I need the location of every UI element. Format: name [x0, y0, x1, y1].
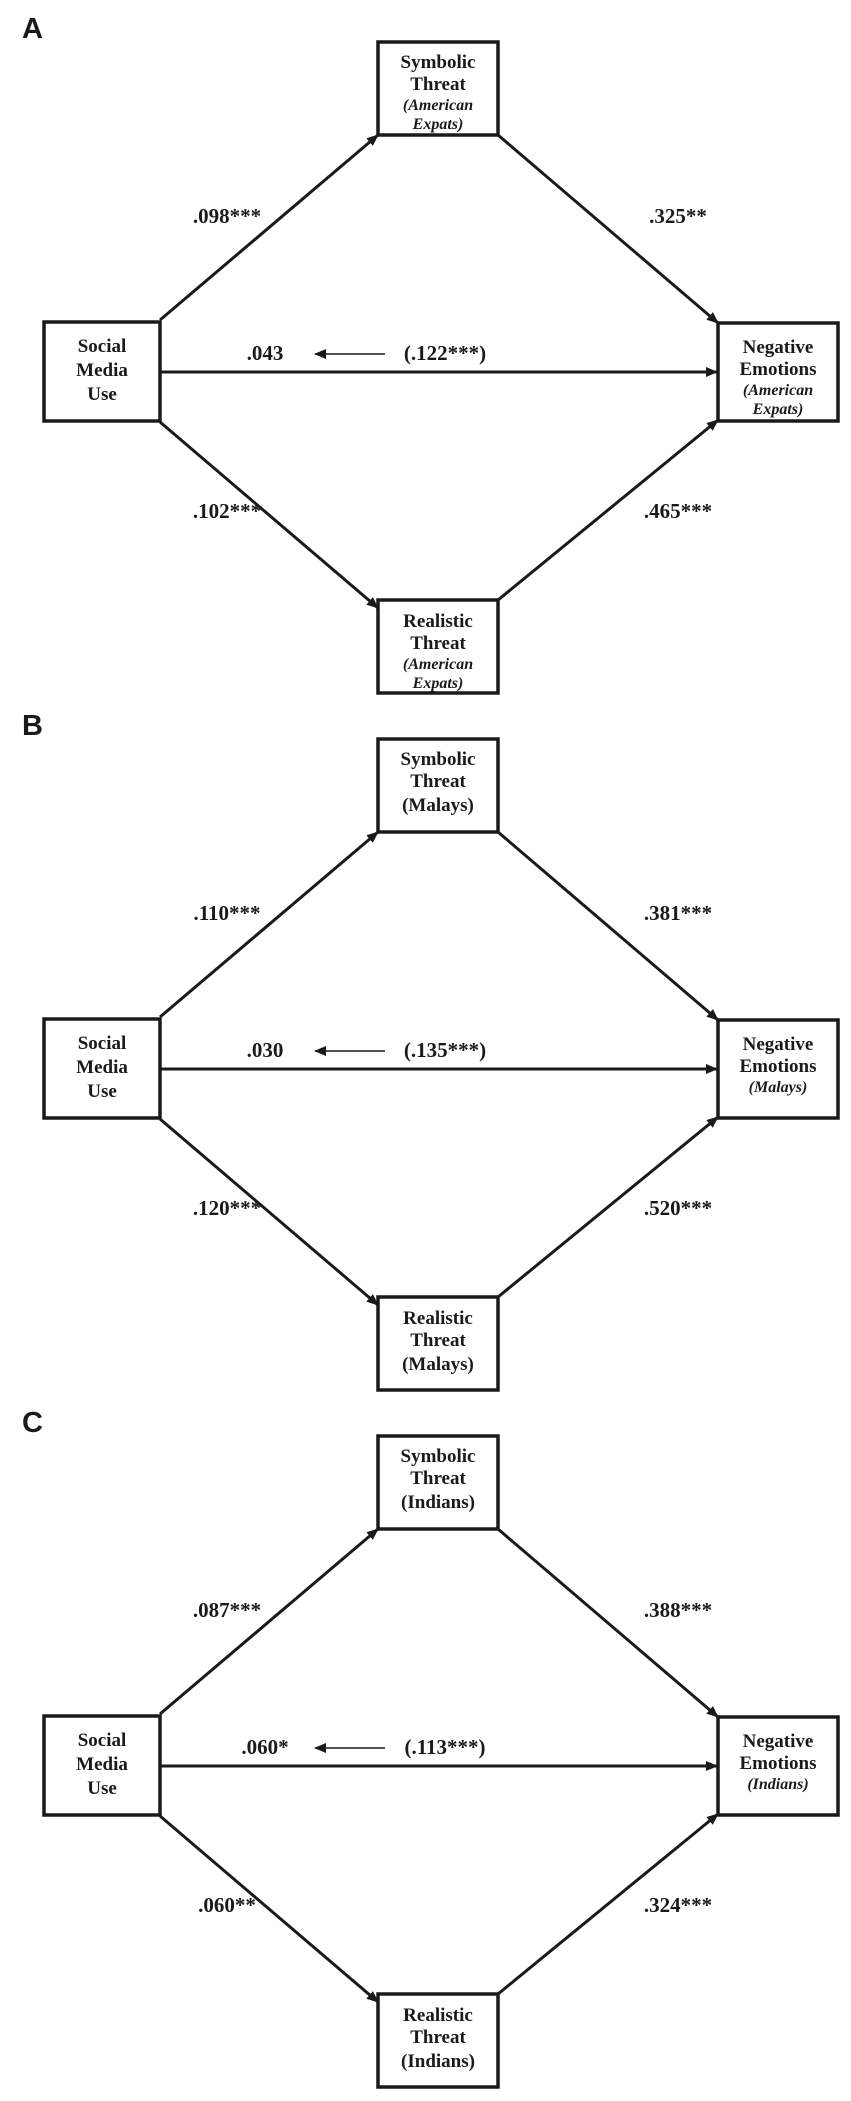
realistic-threat-node: [376, 1992, 500, 2089]
path-source-to-symbolic: [159, 830, 379, 1019]
coef-realistic-outcome: .324***: [644, 1893, 712, 1917]
coef-source-symbolic: .087***: [193, 1598, 261, 1622]
coef-direct-effect: .060*: [241, 1735, 288, 1759]
social-media-use-node: [42, 1017, 162, 1120]
symbolic-threat-label: Threat: [410, 1468, 466, 1489]
path-realistic-to-outcome: [497, 1812, 719, 1996]
coef-source-realistic: .120***: [193, 1196, 261, 1220]
negative-emotions-label: Negative: [743, 1034, 814, 1055]
negative-emotions-node: [716, 1018, 840, 1120]
social-media-use-label: Social: [78, 1730, 127, 1751]
negative-emotions-label: Emotions: [739, 359, 816, 380]
symbolic-threat-label: Symbolic: [401, 749, 476, 770]
negative-emotions-group: (Malays): [749, 1079, 808, 1096]
negative-emotions-label: Negative: [743, 1731, 814, 1752]
coef-source-realistic: .060**: [198, 1893, 256, 1917]
symbolic-threat-node: [376, 737, 500, 834]
path-source-to-symbolic: [159, 133, 379, 322]
social-media-use-label: Use: [87, 1081, 117, 1102]
symbolic-threat-group: (American: [403, 97, 473, 114]
realistic-threat-label: Realistic: [403, 611, 473, 632]
realistic-threat-node: [376, 598, 500, 695]
coef-symbolic-outcome: .325**: [649, 204, 707, 228]
coef-total-effect: (.113***): [404, 1735, 485, 1759]
realistic-threat-label: Realistic: [403, 1308, 473, 1329]
symbolic-threat-group: (Malays): [402, 795, 474, 816]
coef-source-symbolic: .110***: [193, 901, 260, 925]
realistic-threat-group: (Indians): [401, 2051, 475, 2072]
realistic-threat-group: (American: [403, 656, 473, 673]
social-media-use-node: [42, 320, 162, 423]
negative-emotions-group: (American: [743, 382, 813, 399]
path-realistic-to-outcome: [497, 1115, 719, 1299]
coef-direct-effect: .030: [247, 1038, 284, 1062]
coef-realistic-outcome: .520***: [644, 1196, 712, 1220]
coef-symbolic-outcome: .388***: [644, 1598, 712, 1622]
realistic-threat-node: [376, 1295, 500, 1392]
realistic-threat-label: Threat: [410, 1330, 466, 1351]
coef-source-symbolic: .098***: [193, 204, 261, 228]
social-media-use-label: Social: [78, 336, 127, 357]
realistic-threat-group: Expats): [412, 675, 464, 692]
negative-emotions-label: Emotions: [739, 1753, 816, 1774]
symbolic-threat-label: Symbolic: [401, 1446, 476, 1467]
social-media-use-label: Media: [76, 360, 128, 381]
negative-emotions-label: Emotions: [739, 1056, 816, 1077]
path-realistic-to-outcome: [497, 418, 719, 602]
negative-emotions-group: (Indians): [747, 1776, 808, 1793]
path-symbolic-to-outcome: [497, 133, 719, 325]
panel-b: BSymbolicThreat(Malays)RealisticThreat(M…: [22, 710, 840, 1392]
symbolic-threat-group: Expats): [412, 116, 464, 133]
panel-letter: C: [22, 1407, 43, 1439]
symbolic-threat-label: Threat: [410, 771, 466, 792]
path-source-to-realistic: [159, 420, 379, 610]
coef-direct-effect: .043: [247, 341, 284, 365]
panel-letter: A: [22, 13, 43, 45]
coef-realistic-outcome: .465***: [644, 499, 712, 523]
coef-total-effect: (.122***): [404, 341, 486, 365]
symbolic-threat-node: [376, 1434, 500, 1531]
social-media-use-label: Use: [87, 384, 117, 405]
realistic-threat-label: Realistic: [403, 2005, 473, 2026]
negative-emotions-label: Negative: [743, 337, 814, 358]
realistic-threat-group: (Malays): [402, 1354, 474, 1375]
panel-letter: B: [22, 710, 43, 742]
realistic-threat-label: Threat: [410, 2027, 466, 2048]
social-media-use-label: Use: [87, 1778, 117, 1799]
symbolic-threat-label: Threat: [410, 74, 466, 95]
path-source-to-realistic: [159, 1814, 379, 2004]
negative-emotions-node: [716, 1715, 840, 1817]
symbolic-threat-group: (Indians): [401, 1492, 475, 1513]
path-source-to-realistic: [159, 1117, 379, 1307]
panel-c: CSymbolicThreat(Indians)RealisticThreat(…: [22, 1407, 840, 2089]
coef-source-realistic: .102***: [193, 499, 261, 523]
symbolic-threat-node: [376, 40, 500, 137]
panel-a: ASymbolicThreat(AmericanExpats)Realistic…: [22, 13, 840, 695]
negative-emotions-node: [716, 321, 840, 423]
path-symbolic-to-outcome: [497, 1527, 719, 1719]
symbolic-threat-label: Symbolic: [401, 52, 476, 73]
realistic-threat-label: Threat: [410, 633, 466, 654]
social-media-use-label: Media: [76, 1754, 128, 1775]
path-symbolic-to-outcome: [497, 830, 719, 1022]
social-media-use-node: [42, 1714, 162, 1817]
negative-emotions-group: Expats): [752, 401, 804, 418]
coef-total-effect: (.135***): [404, 1038, 486, 1062]
path-source-to-symbolic: [159, 1527, 379, 1716]
social-media-use-label: Media: [76, 1057, 128, 1078]
social-media-use-label: Social: [78, 1033, 127, 1054]
coef-symbolic-outcome: .381***: [644, 901, 712, 925]
